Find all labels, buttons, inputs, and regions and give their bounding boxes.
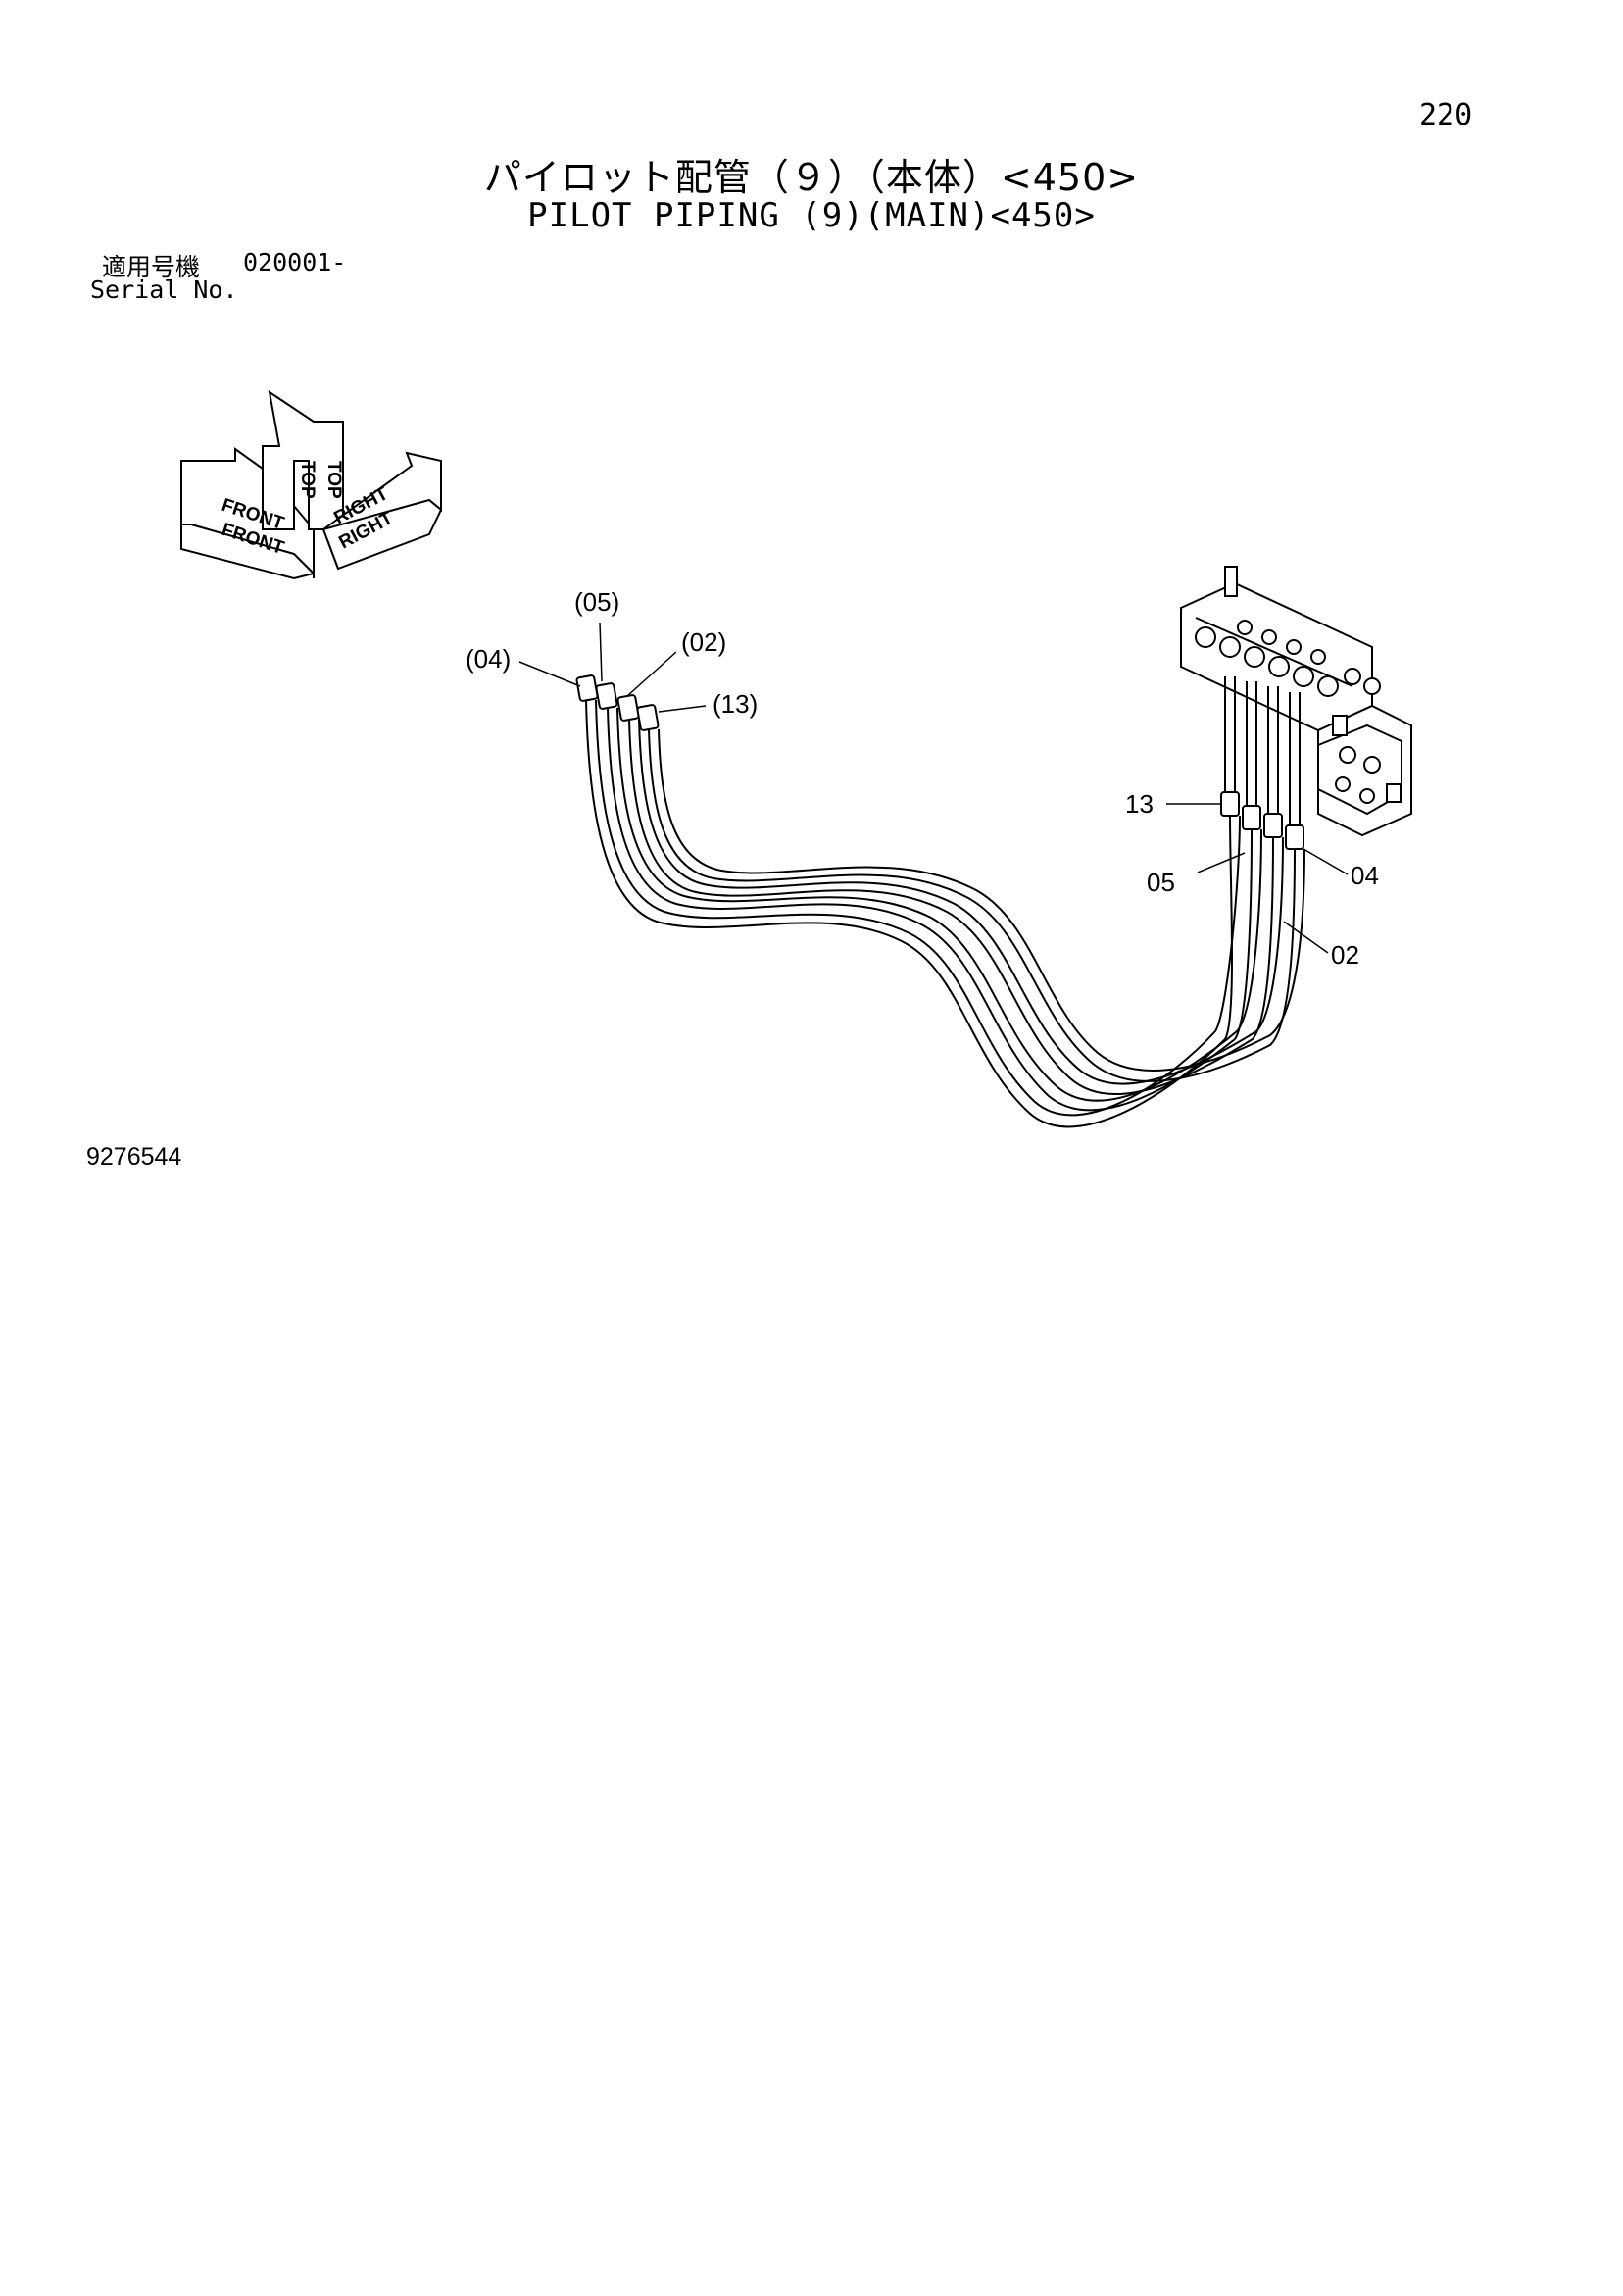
callout-leaders [518,622,1349,954]
serial-value: 020001- [243,248,347,276]
page-title-japanese: パイロット配管（９）（本体）<450> [483,156,1140,199]
callout-02-right: 02 [1331,940,1359,970]
serial-label-japanese: 適用号機 [102,253,201,281]
control-valve-assembly [1180,566,1412,837]
orientation-top-label-shadow: TOP [323,461,344,499]
callout-05-left: (05) [574,587,619,617]
parts-diagram: FRONT FRONT TOP TOP RIGHT RIGHT [180,389,1412,1128]
callout-13-left: (13) [713,689,758,719]
callout-05-right: 05 [1147,868,1175,897]
callout-13-right: 13 [1125,789,1154,819]
page-title-english: PILOT PIPING (9)(MAIN)<450> [527,196,1096,235]
left-fittings [575,674,660,731]
orientation-arrows-icon [180,389,443,580]
orientation-top-label: TOP [297,461,318,499]
pilot-hose-bundle [585,699,1305,1128]
hose-drops [1224,676,1301,825]
callout-04-right: 04 [1351,861,1379,890]
callout-04-left: (04) [466,644,511,674]
right-fittings [1220,791,1304,850]
drawing-number: 9276544 [86,1143,182,1171]
page-number: 220 [1419,98,1473,132]
callout-02-left: (02) [681,627,726,657]
serial-label-english: Serial No. [90,275,238,304]
